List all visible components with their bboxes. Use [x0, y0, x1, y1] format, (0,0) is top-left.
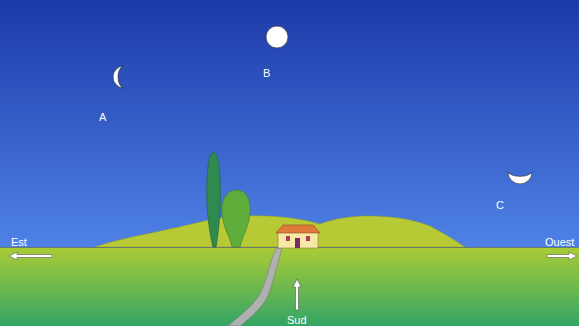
- house-wall: [278, 232, 318, 248]
- moon-label: B: [263, 67, 270, 79]
- house-roof: [276, 225, 320, 233]
- road: [228, 248, 282, 326]
- direction-arrow: [293, 279, 301, 310]
- crescent-moon: [508, 172, 532, 184]
- ground: [0, 248, 579, 326]
- direction-label: Sud: [287, 314, 307, 326]
- direction-arrow: [9, 252, 52, 260]
- moon-label: C: [496, 199, 504, 211]
- direction-label: Ouest: [545, 236, 574, 248]
- moon-label: A: [99, 111, 106, 123]
- hills: [95, 216, 465, 247]
- house: [276, 225, 320, 248]
- cypress-tree: [207, 153, 221, 248]
- full-moon: [266, 26, 288, 48]
- house-window: [286, 236, 290, 241]
- sky: [0, 0, 579, 248]
- house-door: [295, 238, 300, 248]
- direction-arrow: [547, 252, 577, 260]
- round-tree: [222, 190, 250, 247]
- house-window: [306, 236, 310, 241]
- direction-label: Est: [11, 236, 27, 248]
- crescent-moon: [113, 66, 124, 88]
